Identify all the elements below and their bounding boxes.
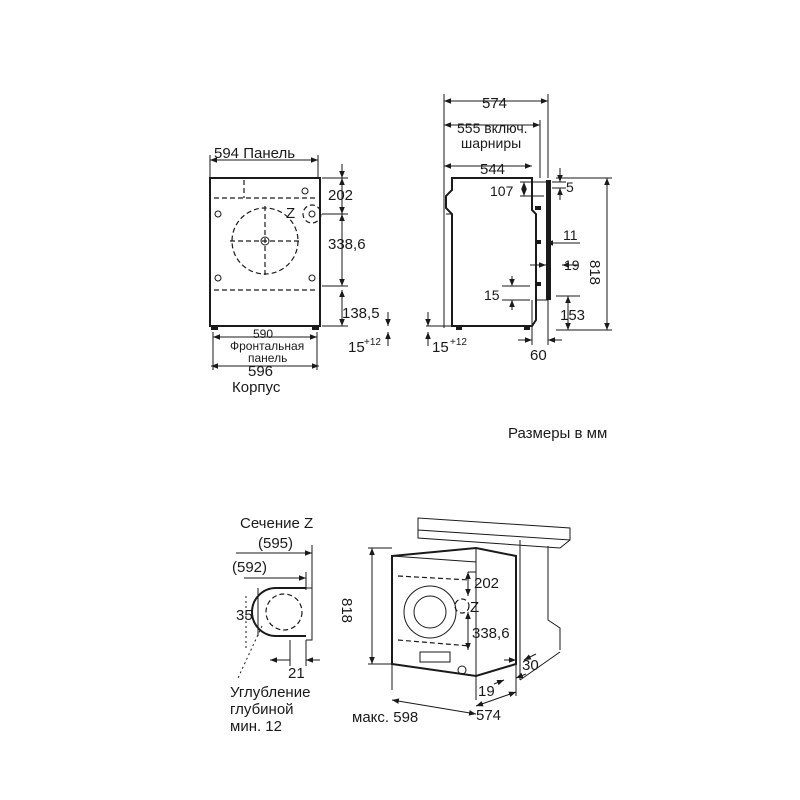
section-z: Сечение Z (595) (592) 35 21 Углубление г… — [230, 515, 320, 735]
dim-107: 107 — [490, 183, 514, 199]
dim-21: 21 — [288, 665, 305, 682]
dim-11: 11 — [563, 227, 578, 243]
install-dim-202: 202 — [474, 575, 499, 592]
dim-202: 202 — [328, 187, 353, 204]
recess-label-3: мин. 12 — [230, 718, 282, 735]
dim-595: (595) — [258, 535, 293, 552]
dim-138-5: 138,5 — [342, 305, 380, 322]
panel-width-label: 594 Панель — [214, 145, 295, 162]
install-dim-818: 818 — [338, 598, 355, 623]
dim-818: 818 — [586, 260, 603, 285]
dim-574: 574 — [482, 95, 507, 112]
install-view: 818 202 Z 338,6 30 19 макс. 598 574 — [338, 517, 571, 726]
dim-153: 153 — [560, 307, 585, 324]
dim-5: 5 — [566, 179, 574, 195]
dim-338-6: 338,6 — [328, 236, 366, 253]
install-z-marker: Z — [470, 599, 479, 616]
dim-19: 19 — [564, 257, 580, 273]
recess-label-1: Углубление — [230, 684, 310, 701]
body-label: Корпус — [232, 379, 281, 396]
recess-label-2: глубиной — [230, 701, 294, 718]
dim-feet-side-sup: +12 — [450, 337, 467, 348]
section-z-title: Сечение Z — [240, 515, 313, 532]
install-dim-338-6: 338,6 — [472, 625, 510, 642]
install-dim-30: 30 — [522, 657, 539, 674]
dim-35: 35 — [236, 607, 253, 624]
z-marker: Z — [286, 205, 295, 222]
front-view: 594 Панель Z 202 338,6 138,5 15 — [209, 145, 391, 396]
dim-555-1: 555 включ. — [457, 120, 528, 136]
dim-555-2: шарниры — [461, 135, 521, 151]
install-dim-19: 19 — [478, 683, 495, 700]
dim-60: 60 — [530, 347, 547, 364]
front-panel-label-2: панель — [248, 351, 287, 365]
dim-590: 590 — [253, 327, 273, 341]
section-profile — [251, 587, 306, 637]
side-view: 574 555 включ. шарниры 544 107 5 — [425, 94, 612, 364]
install-dim-574: 574 — [476, 707, 501, 724]
front-body — [209, 177, 321, 327]
front-panel-label-1: Фронтальная — [230, 339, 304, 353]
units-note: Размеры в мм — [508, 425, 607, 442]
dim-592: (592) — [232, 559, 267, 576]
dim-feet-side: 15 — [432, 339, 449, 356]
install-body — [391, 546, 517, 678]
dim-15: 15 — [484, 287, 500, 303]
dim-596: 596 — [248, 363, 273, 380]
install-door — [403, 585, 457, 639]
dim-544: 544 — [480, 161, 505, 178]
install-dim-598: макс. 598 — [352, 709, 418, 726]
countertop — [417, 517, 571, 541]
side-body — [445, 177, 537, 327]
dim-feet: 15 — [348, 339, 365, 356]
dim-feet-sup: +12 — [364, 337, 381, 348]
